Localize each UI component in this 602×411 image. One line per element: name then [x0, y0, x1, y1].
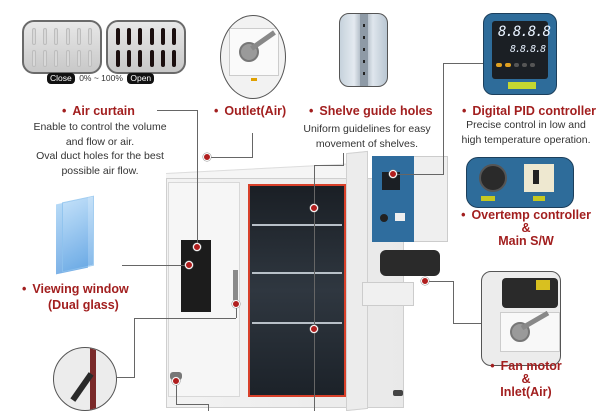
marker-caster	[172, 377, 180, 385]
digital-pid-controller-image: 8.8.8.8 8.8.8.8	[483, 13, 557, 95]
air-curtain-scale: Close 0% ~ 100% Open	[47, 68, 155, 86]
overtemp-controller-title: •Overtemp controller & Main S/W	[461, 208, 591, 248]
open-badge: Open	[127, 73, 155, 84]
outlet-air-title: •Outlet(Air)	[214, 104, 287, 118]
outlet-air-image	[220, 15, 286, 99]
shelve-guide-holes-description: Uniform guidelines for easy movement of …	[303, 123, 431, 150]
shelve-guide-holes-title: •Shelve guide holes	[309, 104, 433, 118]
range-label: 0% ~ 100%	[79, 73, 123, 83]
door-latch-image	[53, 347, 117, 411]
marker-shelve-guide-lower	[310, 325, 318, 333]
marker-pid-controller	[389, 170, 397, 178]
air-curtain-closed-image	[22, 20, 102, 74]
fan-motor-inlet-title: •Fan motor & Inlet(Air)	[490, 359, 562, 399]
dual-glass-icon	[50, 195, 96, 277]
pid-display-bottom: 8.8.8.8	[510, 44, 546, 55]
overtemp-controller-image	[466, 157, 574, 208]
digital-pid-controller-description: Precise control in low and high temperat…	[461, 119, 591, 146]
digital-pid-controller-title: •Digital PID controller	[462, 104, 597, 118]
close-badge: Close	[47, 73, 75, 84]
marker-outlet	[203, 153, 211, 161]
marker-viewing-window	[185, 261, 193, 269]
marker-door-latch	[232, 300, 240, 308]
viewing-window-title: •Viewing window (Dual glass)	[22, 282, 129, 312]
shelve-guide-holes-image	[339, 13, 388, 87]
air-curtain-title: •Air curtain	[62, 104, 135, 118]
marker-air-curtain	[193, 243, 201, 251]
marker-fan-motor	[421, 277, 429, 285]
air-curtain-open-image	[106, 20, 186, 74]
pid-display-top: 8.8.8.8	[498, 24, 551, 40]
marker-shelve-guide-upper	[310, 204, 318, 212]
fan-motor-inlet-image	[481, 271, 561, 366]
air-curtain-description: Enable to control the volume and flow or…	[33, 121, 167, 177]
